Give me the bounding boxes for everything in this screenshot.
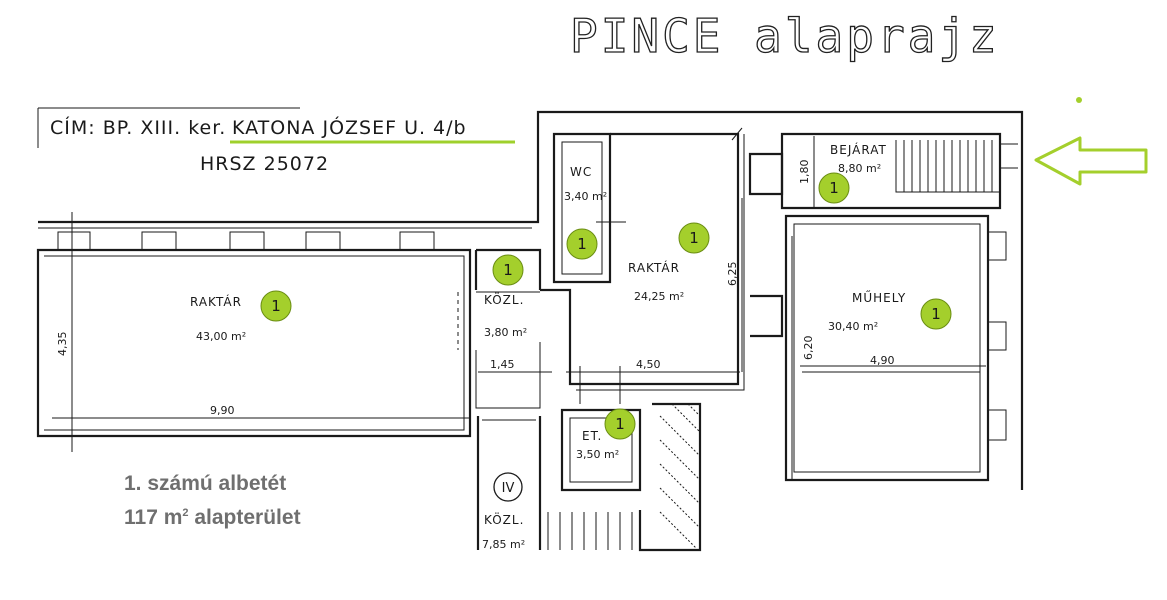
building-outline xyxy=(36,110,1024,552)
address-prefix: CÍM: BP. XIII. ker. xyxy=(50,116,226,139)
room-labels: RAKTÁR 43,00 m² KÖZL. 3,80 m² WC 3,40 m²… xyxy=(190,142,906,551)
room-name-raktar-big: RAKTÁR xyxy=(190,294,242,309)
room-badge-label: 1 xyxy=(577,235,587,253)
room-name-kozl-2: KÖZL. xyxy=(484,511,524,527)
room-badge-label: 1 xyxy=(271,297,281,315)
room-badge: 1 xyxy=(678,222,710,254)
dim-label: 4,90 xyxy=(870,354,895,367)
dimension-labels: 4,35 9,90 1,45 4,50 6,25 6,20 4,90 1,80 xyxy=(56,160,895,418)
dim-label: 1,45 xyxy=(490,358,515,371)
arrow-left-icon xyxy=(1034,136,1148,186)
summary-line-2: 117 m2 alapterület xyxy=(124,506,301,530)
dim-label: 6,20 xyxy=(802,336,815,361)
room-area-wc: 3,40 m² xyxy=(564,190,607,203)
room-badge-label: 1 xyxy=(689,229,699,247)
summary-area-value: 117 m xyxy=(124,506,183,529)
hrsz-number: HRSZ 25072 xyxy=(200,153,329,175)
dim-label: 9,90 xyxy=(210,404,235,417)
room-badge-label: 1 xyxy=(503,261,513,279)
room-name-et: ET. xyxy=(582,429,602,443)
dim-label: 1,80 xyxy=(798,160,811,185)
room-area-bejarat: 8,80 m² xyxy=(838,162,881,175)
room-badge: 1 xyxy=(818,172,850,204)
room-name-wc: WC xyxy=(570,165,592,179)
dim-label: 4,50 xyxy=(636,358,661,371)
room-badge-label: 1 xyxy=(931,305,941,323)
room-badge: 1 xyxy=(604,408,636,440)
room-name-muhely: MŰHELY xyxy=(852,290,906,305)
room-badge-label: 1 xyxy=(615,415,625,433)
address-street: KATONA JÓZSEF U. 4/b xyxy=(232,115,467,139)
summary-line-1: 1. számú albetét xyxy=(124,472,287,495)
room-badge: 1 xyxy=(920,298,952,330)
room-badge: 1 xyxy=(260,290,292,322)
hatched-stair xyxy=(547,402,702,552)
room-badge: 1 xyxy=(566,228,598,260)
room-area-et: 3,50 m² xyxy=(576,448,619,461)
stairs-entrance xyxy=(903,140,1018,192)
room-area-kozl-2: 7,85 m² xyxy=(482,538,525,551)
plan-title: PINCE alaprajz xyxy=(570,9,1000,63)
dim-label: 4,35 xyxy=(56,332,69,357)
room-area-raktar-big: 43,00 m² xyxy=(196,330,246,343)
dim-label: 6,25 xyxy=(726,262,739,287)
address-block: CÍM: BP. XIII. ker. KATONA JÓZSEF U. 4/b… xyxy=(37,107,515,175)
summary-area-unit: 2 xyxy=(182,507,189,519)
room-badge-label: 1 xyxy=(829,179,839,197)
room-name-raktar-mid: RAKTÁR xyxy=(628,260,680,275)
room-area-muhely: 30,40 m² xyxy=(828,320,878,333)
green-dot xyxy=(1076,97,1082,103)
summary-area-text: alapterület xyxy=(194,506,301,529)
room-name-kozl-1: KÖZL. xyxy=(484,291,524,307)
room-name-bejarat: BEJÁRAT xyxy=(830,142,887,157)
room-badge: 1 xyxy=(492,254,524,286)
section-marker-label: IV xyxy=(502,481,515,496)
room-area-kozl-1: 3,80 m² xyxy=(484,326,527,339)
room-area-raktar-mid: 24,25 m² xyxy=(634,290,684,303)
section-marker: IV xyxy=(493,472,523,502)
